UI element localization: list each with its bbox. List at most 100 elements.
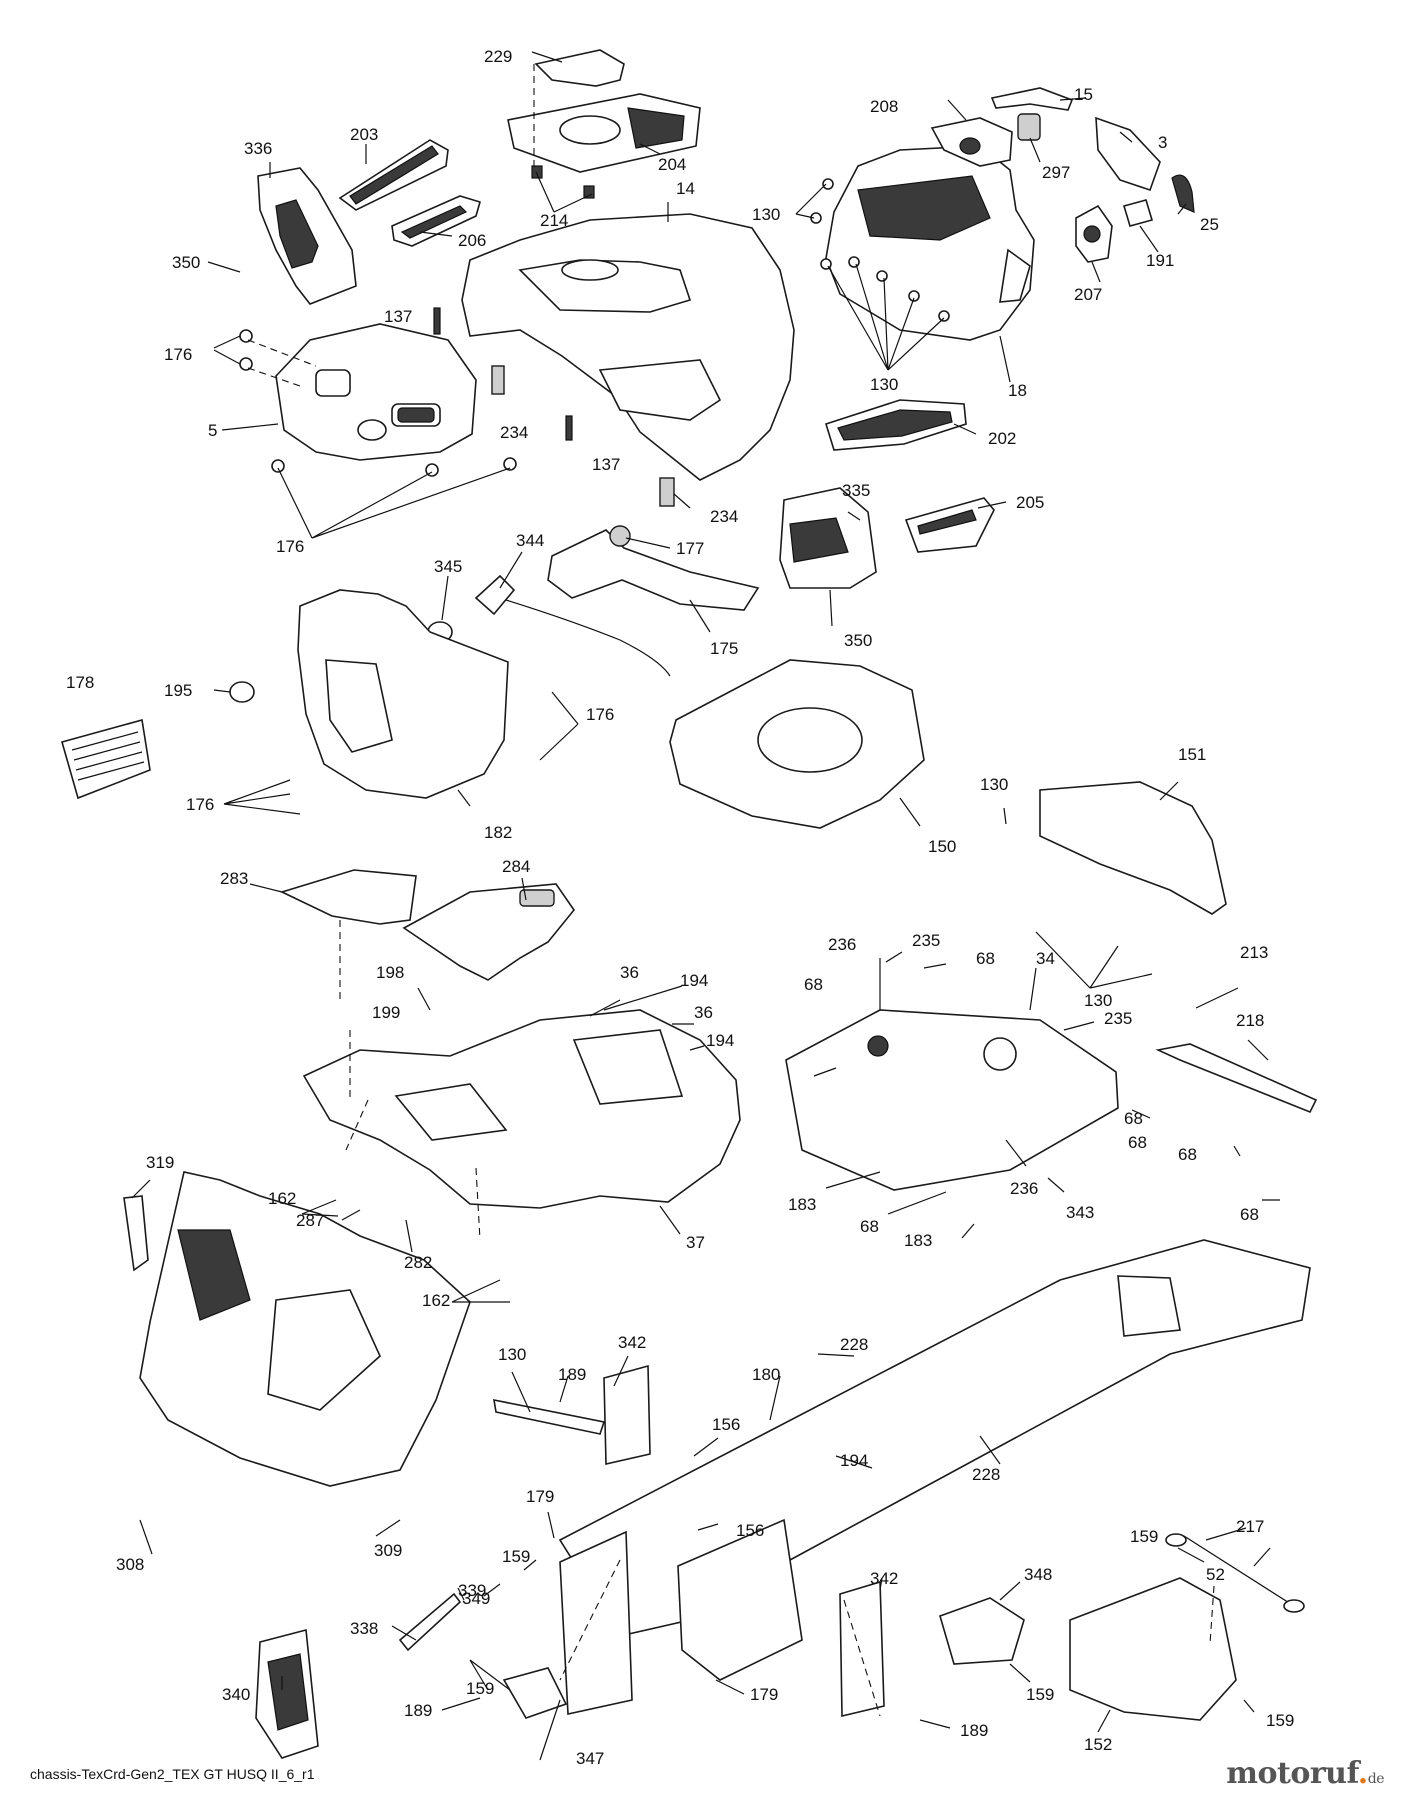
label-235a: 235	[912, 931, 940, 950]
label-234a: 234	[500, 423, 528, 442]
label-36a: 36	[620, 963, 639, 982]
label-130e: 130	[498, 1345, 526, 1364]
label-162b: 162	[422, 1291, 450, 1310]
part-336-side-panel	[257, 167, 357, 305]
part-5-dash-console	[275, 323, 477, 461]
label-347: 347	[576, 1749, 604, 1768]
part-309-grille-frame	[139, 1171, 471, 1487]
label-208: 208	[870, 97, 898, 116]
part-218-bar	[1155, 1043, 1318, 1114]
label-203: 203	[350, 125, 378, 144]
label-130a: 130	[752, 205, 780, 224]
label-137a: 137	[384, 307, 412, 326]
label-189a: 189	[558, 1365, 586, 1384]
diagram-footer-caption: chassis-TexCrd-Gen2_TEX GT HUSQ II_6_r1	[30, 1766, 315, 1782]
part-207-headlight	[1075, 204, 1113, 263]
label-342a: 342	[618, 1333, 646, 1352]
part-319	[123, 1195, 149, 1272]
label-5: 5	[208, 421, 217, 440]
label-235b: 235	[1104, 1009, 1132, 1028]
label-336: 336	[244, 139, 272, 158]
label-282: 282	[404, 1253, 432, 1272]
part-234-tab-b	[659, 477, 675, 507]
label-176b: 176	[276, 537, 304, 556]
part-178-vent	[61, 718, 151, 800]
label-189c: 189	[960, 1721, 988, 1740]
part-191	[1122, 199, 1154, 227]
label-205: 205	[1016, 493, 1044, 512]
label-68c: 68	[1178, 1145, 1197, 1164]
label-18: 18	[1008, 381, 1027, 400]
label-137b: 137	[592, 455, 620, 474]
label-37: 37	[686, 1233, 705, 1252]
part-203-handle	[338, 139, 449, 211]
label-287: 287	[296, 1211, 324, 1230]
label-14: 14	[676, 179, 695, 198]
label-68d: 68	[1128, 1133, 1147, 1152]
part-175-bracket	[547, 525, 760, 611]
screws-176-top	[239, 329, 517, 477]
label-156b: 156	[736, 1521, 764, 1540]
label-3: 3	[1158, 133, 1167, 152]
label-130d: 130	[1084, 991, 1112, 1010]
label-156a: 156	[712, 1415, 740, 1434]
label-214: 214	[540, 211, 568, 230]
label-199: 199	[372, 1003, 400, 1022]
label-319: 319	[146, 1153, 174, 1172]
brand-logo[interactable]: motoruf.de	[1226, 1756, 1384, 1791]
part-347-bracket	[502, 1667, 568, 1719]
part-342-bracket-upper	[603, 1364, 651, 1465]
part-3-bracket	[1095, 116, 1161, 192]
label-308: 308	[116, 1555, 144, 1574]
leader-lines	[131, 51, 1280, 1761]
label-228b: 228	[972, 1465, 1000, 1484]
label-335: 335	[842, 481, 870, 500]
part-182-lower-dash	[297, 589, 509, 799]
part-348	[939, 1597, 1025, 1665]
part-234-tab-a	[491, 365, 505, 395]
label-194b: 194	[706, 1031, 734, 1050]
label-189b: 189	[404, 1701, 432, 1720]
label-236a: 236	[828, 935, 856, 954]
part-342-bracket-lower	[839, 1580, 885, 1718]
label-198: 198	[376, 963, 404, 982]
label-350a: 350	[172, 253, 200, 272]
label-176c: 176	[586, 705, 614, 724]
part-137-pin-a	[433, 307, 441, 335]
part-plate-right	[677, 1518, 803, 1681]
label-338: 338	[350, 1619, 378, 1638]
label-343: 343	[1066, 1203, 1094, 1222]
part-25-clip	[1171, 174, 1195, 213]
label-68e: 68	[1124, 1109, 1143, 1128]
label-159e: 159	[1266, 1711, 1294, 1730]
part-202-grille-insert	[825, 399, 967, 451]
part-284-fender	[402, 883, 575, 981]
label-151: 151	[1178, 745, 1206, 764]
label-213: 213	[1240, 943, 1268, 962]
label-68a: 68	[976, 949, 995, 968]
part-349-bar	[493, 1398, 606, 1435]
part-34-plate	[785, 1009, 1119, 1191]
part-37-footrest	[302, 1009, 741, 1209]
label-68g: 68	[1240, 1205, 1259, 1224]
label-204: 204	[658, 155, 686, 174]
label-179b: 179	[750, 1685, 778, 1704]
part-283-fender	[279, 869, 417, 925]
label-349: 349	[462, 1589, 490, 1608]
label-159c: 159	[466, 1679, 494, 1698]
label-297: 297	[1042, 163, 1070, 182]
part-340-vent	[255, 1628, 319, 1759]
label-176a: 176	[164, 345, 192, 364]
label-202: 202	[988, 429, 1016, 448]
label-130b: 130	[870, 375, 898, 394]
label-52: 52	[1206, 1565, 1225, 1584]
label-217: 217	[1236, 1517, 1264, 1536]
label-339: 339	[458, 1581, 486, 1600]
label-218: 218	[1236, 1011, 1264, 1030]
part-18-front-grille-housing	[825, 145, 1035, 341]
label-228a: 228	[840, 1335, 868, 1354]
part-217-rod	[1165, 1533, 1305, 1613]
label-15: 15	[1074, 85, 1093, 104]
label-345: 345	[434, 557, 462, 576]
